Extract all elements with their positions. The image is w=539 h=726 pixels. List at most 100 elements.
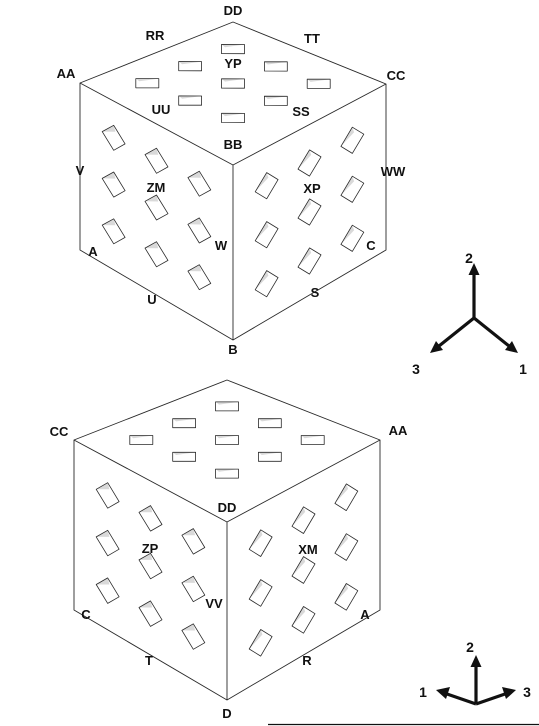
window-hole <box>178 95 203 106</box>
label-zm: ZM <box>147 180 166 195</box>
window-hole <box>187 170 212 197</box>
window-hole <box>334 483 359 512</box>
window-hole <box>254 221 279 249</box>
window-hole <box>135 78 160 89</box>
label-a: A <box>360 607 370 622</box>
axis-bottom-line-3 <box>475 692 506 706</box>
label-yp: YP <box>224 56 242 71</box>
window-hole <box>254 172 279 200</box>
window-hole <box>95 577 120 604</box>
axis-top-arrowhead-2 <box>468 263 480 275</box>
window-hole <box>144 241 169 268</box>
label-cc: CC <box>387 68 406 83</box>
window-hole <box>187 264 212 291</box>
label-u: U <box>147 292 156 307</box>
axis-bottom-label-1: 1 <box>419 684 427 700</box>
axis-top-line-1 <box>473 316 510 348</box>
window-hole <box>172 451 197 462</box>
window-hole <box>95 482 120 509</box>
label-aa: AA <box>57 66 76 81</box>
axis-top-arrowhead-1 <box>505 341 518 353</box>
window-hole <box>340 126 365 154</box>
window-hole <box>340 224 365 252</box>
axis-top-arrowhead-3 <box>430 341 443 353</box>
window-hole <box>257 451 282 462</box>
window-hole <box>291 606 316 634</box>
label-vv: VV <box>205 596 223 611</box>
cube-top-holes <box>101 44 365 298</box>
axis-bottom-arrowhead-3 <box>502 687 516 699</box>
label-ss: SS <box>292 104 310 119</box>
label-w: W <box>215 238 228 253</box>
cube-bottom-holes <box>95 401 359 657</box>
axis-top-label-3: 3 <box>412 361 420 377</box>
window-hole <box>221 112 245 123</box>
window-hole <box>215 468 239 479</box>
axis-bottom-arrowhead-1 <box>436 687 450 699</box>
window-hole <box>221 78 245 89</box>
cube-top-edges <box>79 21 387 341</box>
window-hole <box>297 247 322 275</box>
window-hole <box>334 533 359 561</box>
label-dd: DD <box>218 500 237 515</box>
window-hole <box>221 44 245 55</box>
label-tt: TT <box>304 31 320 46</box>
label-c: C <box>81 607 91 622</box>
label-b: B <box>228 342 237 357</box>
window-hole <box>138 600 163 627</box>
window-hole <box>101 171 126 198</box>
label-d: D <box>222 706 231 721</box>
cube-bottom: CC AA DD ZP XM VV C A T R D <box>50 379 408 721</box>
axes-top: 2 3 1 <box>412 250 527 377</box>
label-c: C <box>366 238 376 253</box>
label-r: R <box>302 653 312 668</box>
window-hole <box>248 579 273 607</box>
window-hole <box>291 556 316 584</box>
window-hole <box>144 194 169 221</box>
axis-bottom-arrowhead-2 <box>470 655 482 667</box>
window-hole <box>187 217 212 244</box>
window-hole <box>254 270 279 298</box>
label-s: S <box>311 285 320 300</box>
window-hole <box>95 529 120 557</box>
window-hole <box>291 506 316 534</box>
label-t: T <box>145 653 153 668</box>
window-hole <box>340 175 365 203</box>
label-rr: RR <box>146 28 165 43</box>
axes-bottom: 2 1 3 <box>419 639 531 706</box>
label-aa: AA <box>389 423 408 438</box>
window-hole <box>172 418 197 429</box>
window-hole <box>138 505 163 532</box>
window-hole <box>215 435 239 445</box>
label-cc: CC <box>50 424 69 439</box>
axis-top-line-3 <box>438 316 475 348</box>
window-hole <box>263 61 288 72</box>
window-hole <box>181 623 206 650</box>
label-zp: ZP <box>142 541 159 556</box>
cube-top: DD RR TT AA CC YP UU SS BB V ZM XP WW A … <box>57 3 406 357</box>
label-xm: XM <box>298 542 318 557</box>
label-xp: XP <box>303 181 321 196</box>
window-hole <box>215 401 239 412</box>
window-hole <box>178 61 203 72</box>
window-hole <box>248 629 273 657</box>
window-hole <box>306 78 331 89</box>
axis-bottom-label-3: 3 <box>523 684 531 700</box>
window-hole <box>297 149 322 177</box>
window-hole <box>181 528 206 555</box>
window-hole <box>300 435 325 445</box>
window-hole <box>144 147 169 174</box>
window-hole <box>263 95 288 106</box>
axis-bottom-line-1 <box>446 692 477 706</box>
window-hole <box>101 124 126 151</box>
window-hole <box>129 435 154 445</box>
window-hole <box>334 583 359 611</box>
label-dd: DD <box>224 3 243 18</box>
window-hole <box>101 218 126 245</box>
label-v: V <box>76 163 85 178</box>
window-hole <box>138 552 163 580</box>
window-hole <box>257 418 282 429</box>
label-uu: UU <box>152 102 171 117</box>
label-a: A <box>88 244 98 259</box>
